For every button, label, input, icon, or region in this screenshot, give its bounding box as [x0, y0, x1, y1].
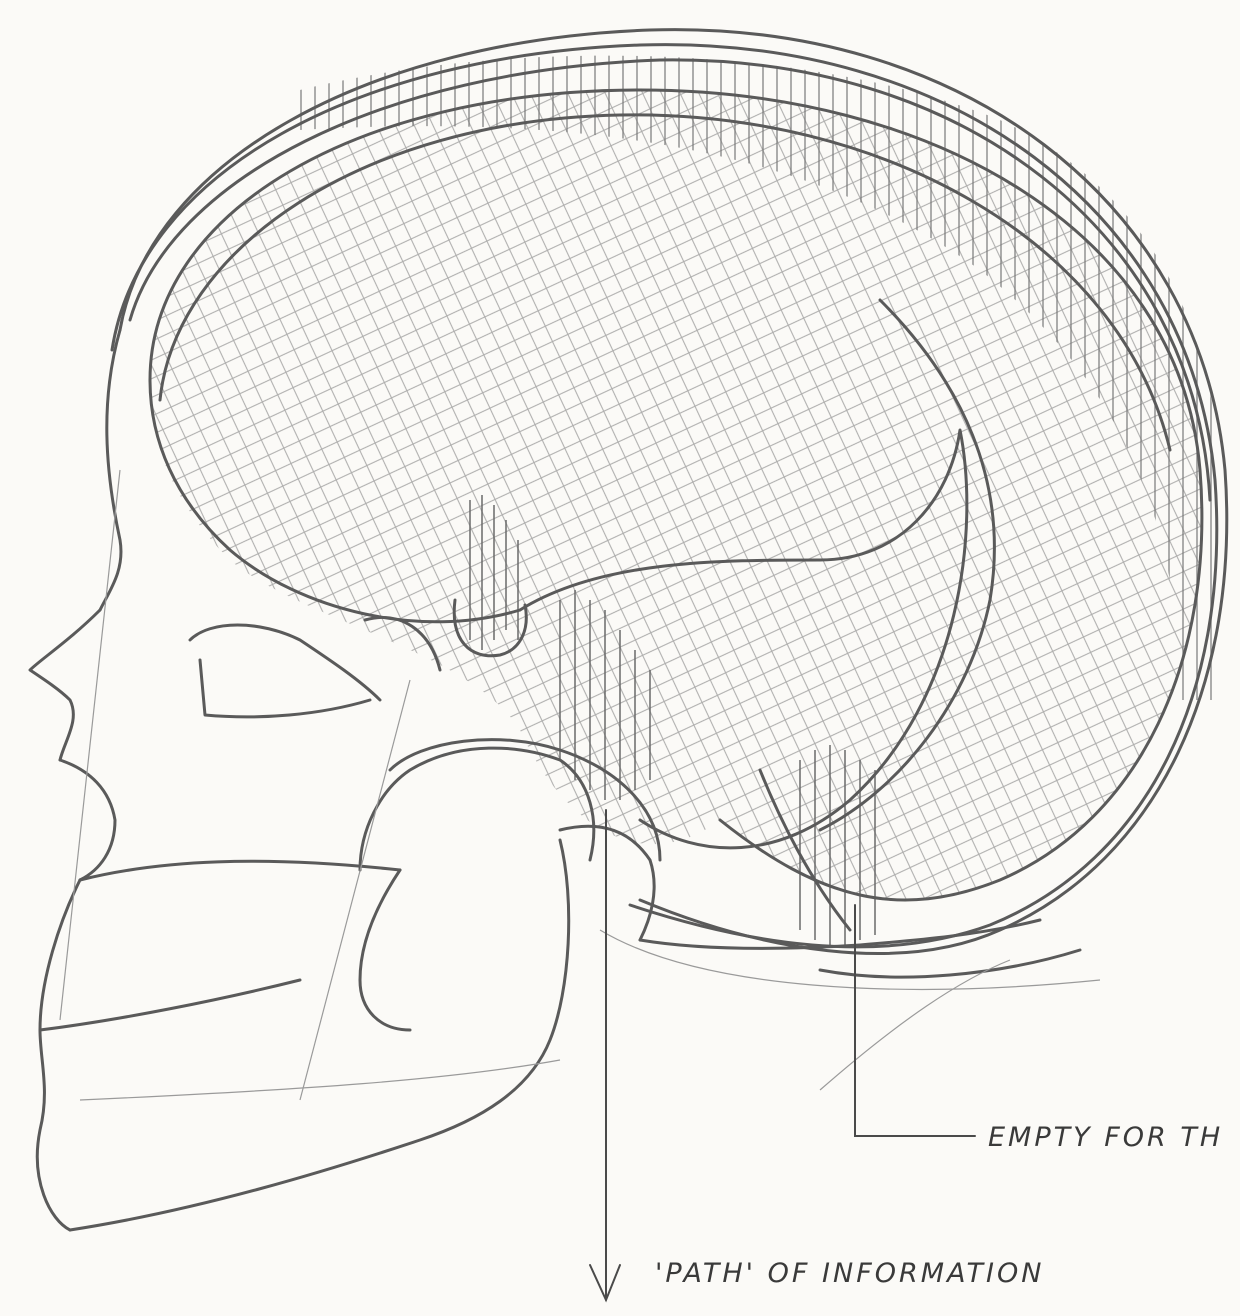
empty-annotation-label: EMPTY FOR TH — [988, 1122, 1223, 1153]
path-annotation-label: 'PATH' OF INFORMATION — [655, 1258, 1044, 1289]
